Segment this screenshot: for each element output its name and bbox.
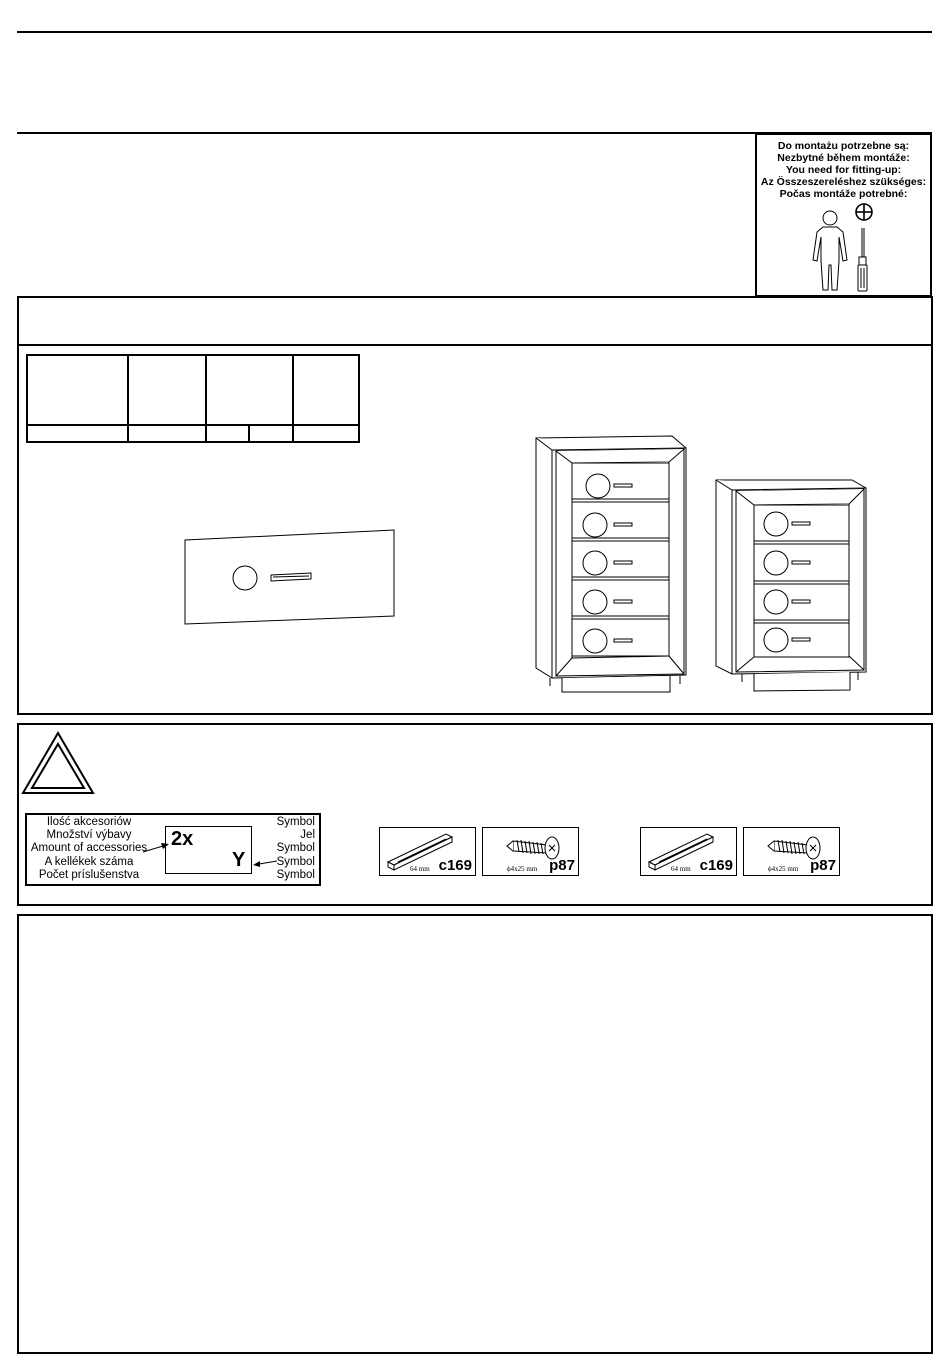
legend-example: 2x Y [165, 826, 252, 874]
part-size: ϕ4x25 mm [507, 865, 538, 873]
legend-label: A kellékek száma [44, 855, 134, 868]
part-screw: ϕ4x25 mm p87 [482, 827, 579, 876]
part-code: c169 [438, 857, 472, 874]
notes-panel [17, 914, 933, 1354]
legend-label: Množství výbavy [46, 829, 132, 842]
legend-label: Amount of accessories [30, 842, 148, 855]
legend-symbol-label: Symbol [276, 842, 315, 855]
overview-panel [17, 344, 933, 715]
tall-chest-drawing [535, 435, 687, 693]
part-handle: 64 mm c169 [640, 827, 737, 876]
legend-count: 2x [171, 828, 194, 850]
header-rule [17, 132, 932, 134]
tools-line: Az Összeszereléshez szükséges: [760, 176, 927, 188]
person-icon [812, 210, 848, 291]
legend-symbol-label: Symbol [276, 855, 315, 868]
legend-symbol: Y [232, 849, 246, 871]
accessories-panel [17, 723, 933, 906]
short-chest-drawing [715, 479, 867, 692]
screw-icon [767, 836, 821, 860]
spec-table [26, 354, 360, 443]
legend-symbol-label: Jel [300, 829, 315, 842]
tools-line: Nezbytné během montáže: [777, 152, 910, 164]
person-and-screwdriver-icon [812, 203, 873, 292]
legend-symbol-label: Symbol [276, 816, 315, 828]
screwdriver-icon [857, 228, 868, 292]
legend-label: Počet príslušenstva [38, 868, 140, 881]
part-handle: 64 mm c169 [379, 827, 476, 876]
part-size: ϕ4x25 mm [768, 865, 799, 873]
handle-icon [647, 833, 715, 871]
legend-symbol-label: Symbol [276, 868, 315, 881]
part-code: p87 [549, 857, 575, 874]
part-screw: ϕ4x25 mm p87 [743, 827, 840, 876]
part-code: p87 [810, 857, 836, 874]
tools-line: Počas montáže potrebné: [779, 188, 908, 200]
title-band [17, 296, 933, 346]
drawer-front-drawing [184, 529, 395, 625]
phillips-head-icon [855, 203, 873, 221]
legend-label: Ilość akcesoriów [46, 816, 132, 828]
tools-needed-panel: Do montażu potrzebne są: Nezbytné během … [755, 133, 932, 297]
part-size: 64 mm [410, 865, 430, 873]
legend-arrows [142, 843, 278, 867]
handle-icon [386, 833, 454, 871]
tools-line: You need for fitting-up: [785, 164, 902, 176]
top-rule [17, 31, 932, 33]
part-size: 64 mm [671, 865, 691, 873]
screw-icon [506, 836, 560, 860]
tools-line: Do montażu potrzebne są: [777, 140, 910, 152]
warning-triangle-icon [21, 731, 95, 794]
part-code: c169 [699, 857, 733, 874]
accessory-legend: Ilość akcesoriów Množství výbavy Amount … [25, 813, 321, 886]
